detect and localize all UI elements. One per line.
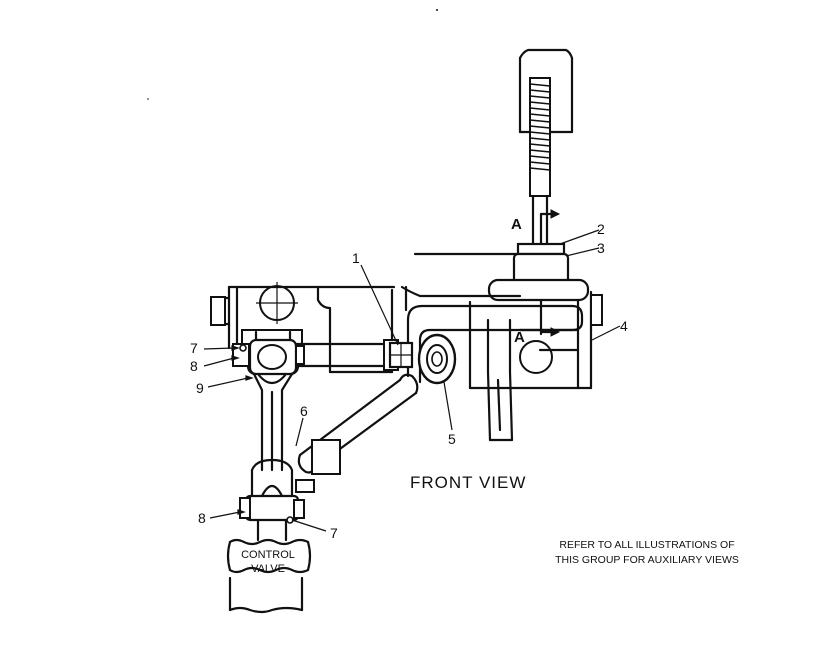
clevis-pin-upper	[232, 343, 305, 367]
callout-5: 5	[448, 431, 456, 447]
leader-lines	[203, 229, 621, 532]
callout-6: 6	[300, 403, 308, 419]
control-valve-label-line1: CONTROL	[241, 549, 295, 561]
callout-9: 9	[196, 380, 204, 396]
cross-shaft	[288, 339, 399, 371]
callout-7-upper: 7	[190, 340, 198, 356]
adjusting-arm	[486, 370, 514, 442]
callout-3: 3	[597, 240, 605, 256]
view-title: FRONT VIEW	[410, 473, 526, 492]
callout-8-lower: 8	[198, 510, 206, 526]
callout-8-upper: 8	[190, 358, 198, 374]
callout-4: 4	[620, 318, 628, 334]
hex-nut	[388, 341, 414, 369]
clevis-pin-lower	[239, 497, 305, 524]
reference-note-line2: THIS GROUP FOR AUXILIARY VIEWS	[555, 554, 739, 566]
control-valve	[226, 538, 312, 614]
bell-crank-bracket	[487, 242, 603, 390]
control-valve-label-line2: VALVE	[251, 563, 285, 575]
callout-7-lower: 7	[330, 525, 338, 541]
specks	[147, 9, 438, 100]
section-mark-bottom: A	[514, 329, 525, 346]
spring-washer	[417, 333, 457, 385]
reference-note-line1: REFER TO ALL ILLUSTRATIONS OF	[559, 539, 734, 551]
section-mark-top: A	[511, 216, 522, 233]
callout-2: 2	[597, 221, 605, 237]
callout-labels: 1 2 3 4 5 6 7 8 9 8 7	[190, 221, 628, 541]
callout-1: 1	[352, 250, 360, 266]
lever-arm	[406, 304, 584, 384]
clevis-link	[244, 330, 300, 542]
threaded-rod	[518, 48, 574, 246]
diagonal-link-rod	[295, 373, 419, 493]
